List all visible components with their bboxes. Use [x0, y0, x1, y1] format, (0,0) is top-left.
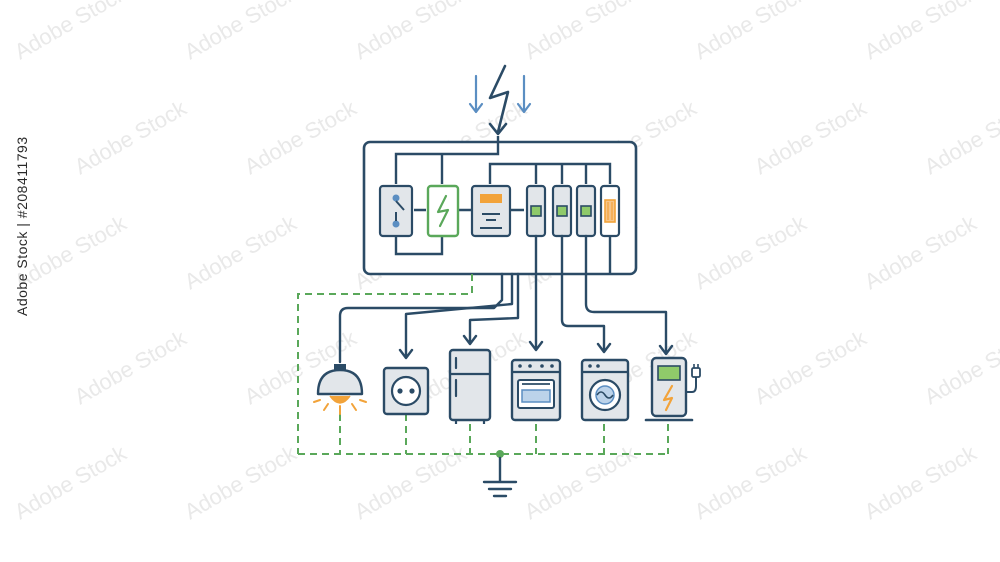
washing-machine-icon: [580, 358, 630, 422]
board-busbar: [488, 162, 612, 184]
surge-protector-icon: [426, 184, 460, 238]
wall-socket-icon: [382, 366, 430, 416]
feed-washer: [560, 234, 612, 354]
board-wiring-left: [394, 236, 444, 256]
ceiling-lamp-icon: [313, 364, 367, 415]
feed-socket: [398, 272, 514, 360]
feed-fridge: [462, 272, 520, 346]
lightning-incoming-icon: [468, 64, 532, 136]
board-wiring-main: [394, 136, 500, 184]
main-switch-icon: [378, 184, 414, 238]
stock-id-label: Adobe Stock | #208411793: [14, 136, 30, 316]
refrigerator-icon: [448, 348, 492, 424]
kitchen-stove-icon: [510, 358, 562, 422]
fuse-icon: [599, 184, 621, 238]
distribution-board-icon: [362, 136, 638, 276]
incoming-arrow-left: [468, 74, 484, 114]
feed-stove: [528, 234, 544, 352]
lightning-bolt: [488, 64, 510, 136]
ground-symbol-icon: [482, 450, 518, 498]
feed-ev: [584, 234, 674, 356]
ev-charger-icon: [644, 356, 701, 422]
feed-lines: [338, 234, 674, 364]
ground-lines: [297, 274, 669, 455]
incoming-arrow-right: [516, 74, 532, 114]
circuit-breaker-icon: [525, 184, 597, 238]
feed-lamp: [338, 272, 504, 364]
energy-meter-icon: [470, 184, 512, 238]
ground-board-link: [297, 274, 473, 454]
